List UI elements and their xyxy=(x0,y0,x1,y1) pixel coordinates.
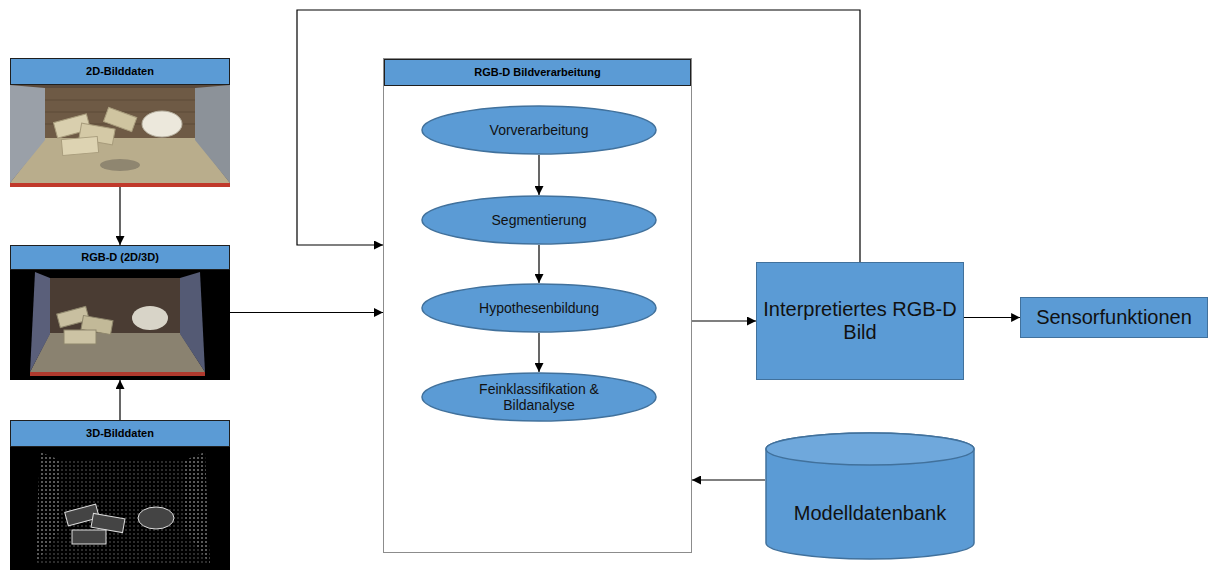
image-panel: RGB-D (2D/3D) xyxy=(10,245,230,380)
back-wall xyxy=(50,278,180,334)
sack-points xyxy=(138,507,174,529)
left-wall xyxy=(30,272,50,372)
right-wall xyxy=(180,272,205,372)
result-box: Interpretiertes RGB-D Bild xyxy=(756,262,964,380)
cylinder-outline xyxy=(765,432,975,560)
node-label: Interpretiertes RGB-D Bild xyxy=(757,298,963,344)
flow-arrow xyxy=(964,317,1020,318)
flow-arrow xyxy=(119,380,120,420)
photo-ground xyxy=(10,85,230,187)
flow-arrow xyxy=(538,245,539,283)
brick-line xyxy=(45,100,195,101)
flow-arrow xyxy=(692,479,765,480)
cylinder-top xyxy=(766,433,974,465)
sack xyxy=(61,136,98,155)
floor-points xyxy=(35,530,210,565)
process-group: RGB-D BildverarbeitungVorverarbeitungSeg… xyxy=(383,58,692,553)
back-wall xyxy=(45,88,195,140)
header-label: RGB-D Bildverarbeitung xyxy=(384,59,691,86)
sack xyxy=(104,107,137,131)
header-label: RGB-D (2D/3D) xyxy=(10,245,230,270)
white-sack xyxy=(142,111,182,137)
node-label: Segmentierung xyxy=(492,212,587,228)
output-box: Sensorfunktionen xyxy=(1020,297,1208,338)
ellipse-shape xyxy=(422,284,656,332)
image-panel: 3D-Bilddaten xyxy=(10,420,230,570)
process-step: Vorverarbeitung xyxy=(421,105,657,155)
database-cylinder: Modelldatenbank xyxy=(765,432,975,560)
flow-arrow xyxy=(538,155,539,195)
node-label: Sensorfunktionen xyxy=(1030,306,1198,329)
header-label: 3D-Bilddaten xyxy=(10,420,230,447)
flow-arrow xyxy=(692,320,756,321)
floor-stain xyxy=(100,159,140,171)
node-label: Vorverarbeitung xyxy=(490,122,589,138)
floor xyxy=(10,138,230,183)
rgbd-image xyxy=(10,270,230,380)
flow-arrow xyxy=(538,333,539,372)
right-wall xyxy=(195,85,230,183)
header-label: 2D-Bilddaten xyxy=(10,58,230,85)
image-ground xyxy=(10,447,230,570)
floor xyxy=(30,333,205,372)
red-edge xyxy=(30,372,205,376)
red-edge xyxy=(10,183,230,187)
process-step: Hypothesenbildung xyxy=(421,283,657,333)
flow-arrow xyxy=(230,312,383,313)
image-panel: 2D-Bilddaten xyxy=(10,58,230,187)
ellipse-shape xyxy=(422,373,656,421)
sack-points xyxy=(72,530,106,544)
process-step: Feinklassifikation & Bildanalyse xyxy=(421,372,657,422)
cylinder-body xyxy=(766,433,974,559)
ellipse-shape xyxy=(422,196,656,244)
sack xyxy=(64,330,96,344)
white-sack xyxy=(132,306,168,330)
ellipse-shape xyxy=(422,106,656,154)
node-label: Modelldatenbank xyxy=(788,502,952,525)
flow-arrow xyxy=(297,10,860,262)
point-cloud-image xyxy=(10,447,230,570)
left-wall xyxy=(10,85,45,183)
process-step: Segmentierung xyxy=(421,195,657,245)
image-ground xyxy=(10,270,230,380)
node-label: Feinklassifikation & Bildanalyse xyxy=(464,381,614,413)
node-label: Hypothesenbildung xyxy=(479,300,599,316)
flow-arrow xyxy=(119,187,120,245)
photo-2d xyxy=(10,85,230,187)
